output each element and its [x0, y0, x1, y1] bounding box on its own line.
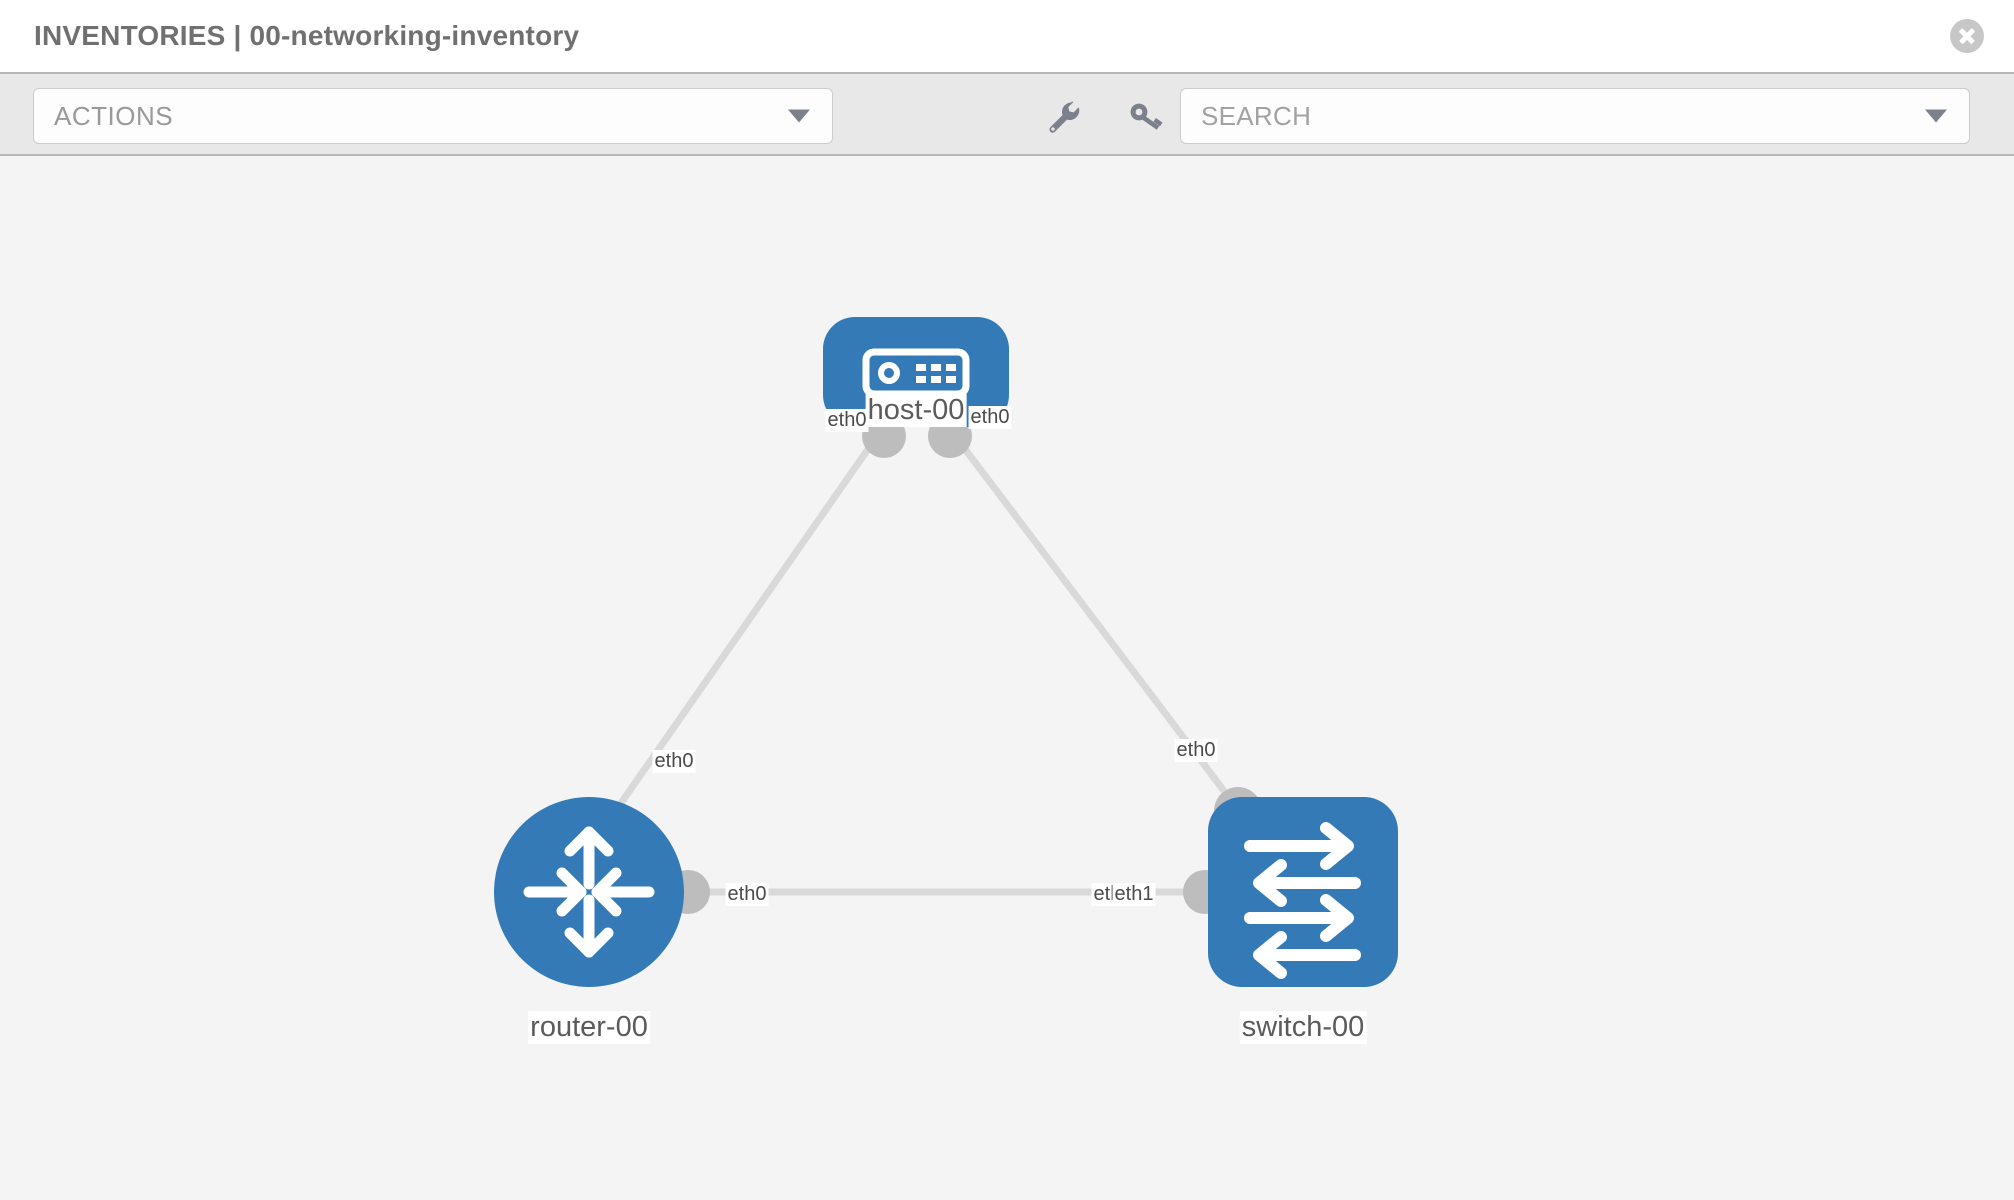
close-icon[interactable] — [1950, 19, 1984, 53]
node-label-host-00: host-00 — [865, 394, 967, 427]
node-label-router-00: router-00 — [528, 1011, 650, 1044]
node-label-switch-00: switch-00 — [1239, 1011, 1367, 1044]
page-title: INVENTORIES | 00-networking-inventory — [34, 20, 580, 51]
window-header: INVENTORIES | 00-networking-inventory — [0, 0, 2014, 72]
actions-dropdown[interactable]: ACTIONS — [33, 88, 833, 144]
chevron-down-icon[interactable] — [1925, 109, 1947, 123]
wrench-icon[interactable] — [1040, 94, 1084, 138]
iface-label-switch00-to-host00: eth0 — [1174, 739, 1218, 762]
iface-label-router00-to-switch00: eth0 — [725, 883, 769, 906]
actions-dropdown-label: ACTIONS — [54, 100, 174, 131]
search-placeholder: SEARCH — [1201, 100, 1312, 131]
topology-canvas[interactable]: host-00 router-00 switch-00 eth0 eth0 et… — [0, 156, 2014, 1200]
iface-label-router00-to-host00: eth0 — [652, 750, 696, 773]
iface-label-switch00-to-router00: eth1 — [1112, 883, 1156, 906]
chevron-down-icon — [788, 109, 810, 123]
key-icon[interactable] — [1124, 94, 1168, 138]
toolbar: ACTIONS — [0, 72, 2014, 156]
switch-arrows-icon — [1244, 822, 1361, 979]
topology-edges — [609, 429, 1246, 896]
iface-label-host00-to-router00: eth0 — [825, 409, 869, 432]
topology-connectors — [666, 414, 1262, 914]
topology-graph — [494, 317, 1398, 987]
search-input[interactable]: SEARCH — [1180, 88, 1970, 144]
toolbar-icon-group — [1040, 74, 1168, 158]
router-arrows-icon — [523, 826, 655, 958]
iface-label-host00-to-switch00: eth0 — [968, 406, 1012, 429]
node-router-00 — [494, 797, 684, 987]
node-switch-00 — [1208, 797, 1398, 987]
